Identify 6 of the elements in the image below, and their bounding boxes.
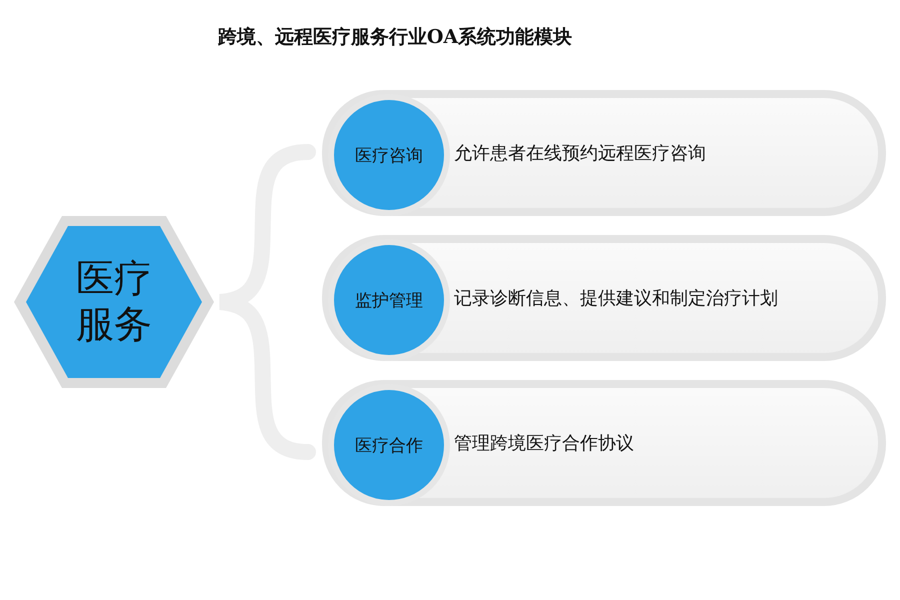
title: 跨境、远程医疗服务行业OA系统功能模块	[216, 25, 574, 50]
node-label: 医疗服务	[75, 256, 153, 348]
description-text: 管理跨境医疗合作协议	[454, 432, 634, 455]
hexagon-node	[12, 214, 216, 390]
description-text: 记录诊断信息、提供建议和制定治疗计划	[454, 287, 778, 310]
description-text: 允许患者在线预约远程医疗咨询	[454, 142, 706, 165]
